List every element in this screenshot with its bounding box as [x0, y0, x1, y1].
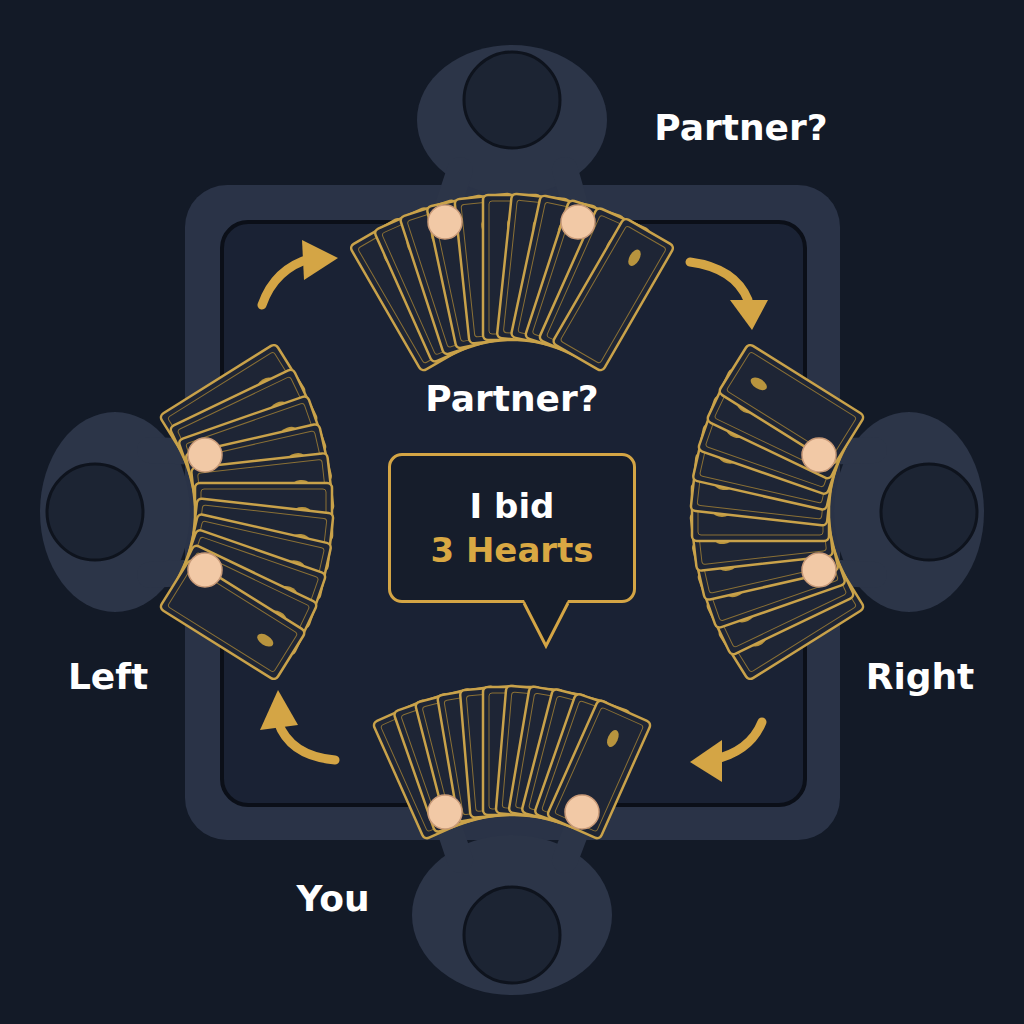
card: [159, 559, 306, 681]
player-label: You: [296, 878, 369, 919]
player-label: Partner?: [654, 107, 827, 148]
player-hand: [561, 205, 595, 239]
player-hand: [188, 438, 222, 472]
player-label: Right: [866, 656, 975, 697]
player-hand: [188, 553, 222, 587]
card: [547, 699, 652, 840]
player-head: [464, 887, 560, 983]
player-label: Partner?: [425, 378, 598, 419]
player-head: [881, 464, 977, 560]
bubble-tail: [520, 600, 580, 652]
card: [552, 217, 675, 372]
player-hand: [428, 795, 462, 829]
card: [718, 343, 865, 465]
player-hand: [802, 438, 836, 472]
player-hand: [802, 553, 836, 587]
player-label: Left: [68, 656, 148, 697]
player-hand: [565, 795, 599, 829]
bid-text: 3 Hearts: [430, 528, 593, 572]
player-head: [47, 464, 143, 560]
speech-bubble: I bid3 Hearts: [388, 453, 636, 603]
bid-text: I bid: [470, 484, 555, 528]
player-hand: [428, 205, 462, 239]
player-head: [464, 52, 560, 148]
player-body: [412, 835, 612, 995]
